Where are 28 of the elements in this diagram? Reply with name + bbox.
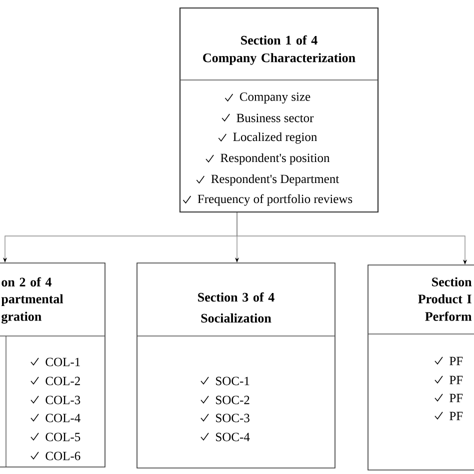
list-item: Localized region — [233, 132, 317, 144]
list-item: Company size — [240, 92, 310, 104]
section-heading: Section 3 of 4 — [198, 292, 274, 302]
list-item: Respondent's position — [220, 153, 330, 165]
list-item: COL-6 — [46, 452, 80, 460]
section-heading: Section 1 of 4 — [241, 35, 318, 45]
list-item: SOC-4 — [216, 432, 250, 442]
list-item: COL-2 — [46, 376, 80, 386]
list-item: PF — [450, 376, 463, 384]
section-heading: partmental gration — [1, 294, 64, 324]
section-heading: on 2 of 4 — [2, 277, 52, 286]
list-item: PF — [450, 356, 463, 366]
list-item: COL-4 — [46, 414, 80, 422]
list-item: SOC-1 — [216, 376, 250, 386]
list-item: Business sector — [236, 114, 314, 122]
list-item: Frequency of portfolio reviews — [198, 194, 352, 206]
list-item: PF — [450, 394, 463, 402]
list-item: COL-5 — [46, 432, 80, 442]
list-item: COL-3 — [46, 396, 80, 404]
section-heading: Section — [432, 277, 472, 286]
section-heading: Company Characterization — [203, 53, 356, 65]
list-item: PF — [450, 412, 463, 420]
list-item: SOC-3 — [216, 414, 250, 422]
list-item: SOC-2 — [216, 396, 250, 404]
list-item: COL-1 — [46, 358, 80, 366]
section-heading: Product I Perform — [418, 294, 472, 321]
list-item: Respondent's Department — [211, 174, 340, 186]
section-heading: Socialization — [201, 313, 272, 323]
